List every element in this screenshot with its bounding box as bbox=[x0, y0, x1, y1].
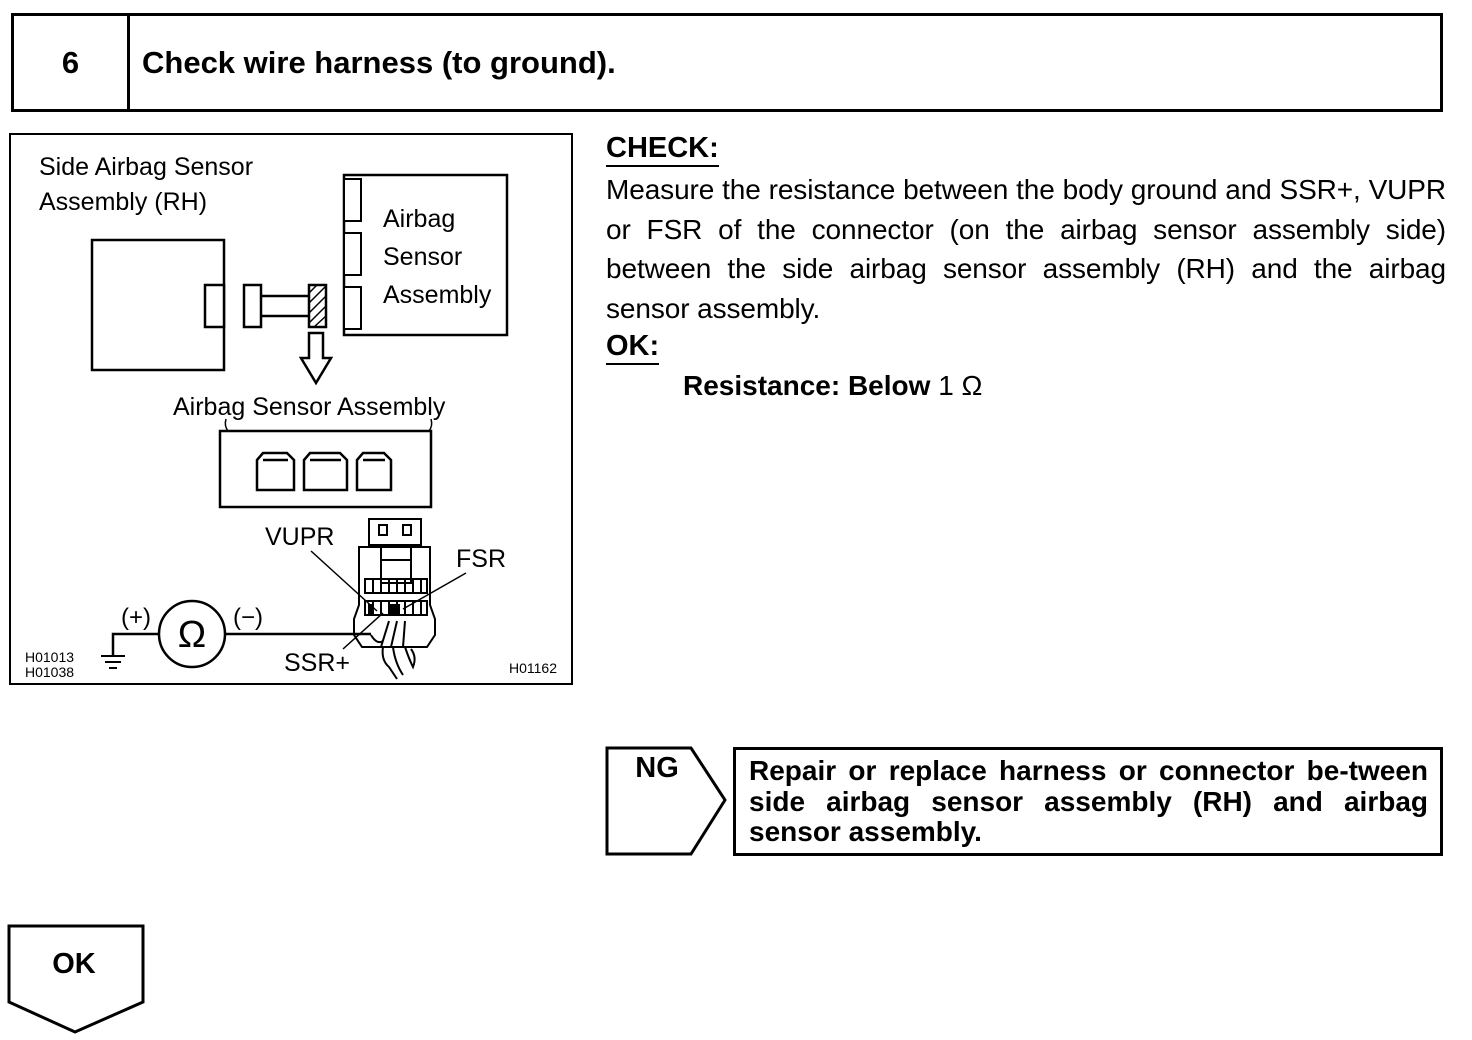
airbag-sensor-label-line2: Sensor bbox=[383, 243, 462, 271]
meter-minus-label: (−) bbox=[233, 604, 263, 631]
step-title: Check wire harness (to ground). bbox=[142, 44, 616, 80]
ok-spec-label: Resistance: Below bbox=[683, 370, 931, 401]
airbag-sensor-connector-2 bbox=[343, 232, 362, 276]
connector-sockets bbox=[255, 451, 393, 492]
probe-connector-icon bbox=[353, 518, 436, 680]
ok-spec-value: 1 Ω bbox=[938, 370, 983, 401]
ref-code-3: H01162 bbox=[509, 660, 557, 676]
side-sensor-connector bbox=[203, 283, 226, 329]
diagram-illustration: Side Airbag Sensor Assembly (RH) Airbag … bbox=[25, 153, 557, 680]
airbag-sensor-connector-1 bbox=[343, 178, 362, 222]
meter-plus-label: (+) bbox=[121, 604, 151, 631]
ohmmeter-icon: Ω bbox=[157, 599, 227, 669]
step-number: 6 bbox=[14, 16, 130, 109]
ref-code-1: H01013 bbox=[25, 649, 74, 665]
ref-code-2: H01038 bbox=[25, 664, 74, 680]
terminal-ssr-label: SSR+ bbox=[284, 649, 350, 677]
step-header: 6 Check wire harness (to ground). bbox=[11, 13, 1443, 112]
terminal-fsr-label: FSR bbox=[456, 545, 506, 573]
side-sensor-label-line1: Side Airbag Sensor bbox=[39, 153, 253, 181]
side-sensor-label-line2: Assembly (RH) bbox=[39, 188, 207, 216]
ok-label: OK: bbox=[606, 330, 660, 365]
check-section: CHECK: Measure the resistance between th… bbox=[606, 132, 1446, 402]
wiring-diagram: Side Airbag Sensor Assembly (RH) Airbag … bbox=[9, 133, 573, 685]
ground-icon bbox=[101, 655, 125, 669]
airbag-sensor-label-line3: Assembly bbox=[383, 281, 492, 309]
ohm-symbol: Ω bbox=[178, 614, 206, 656]
airbag-sensor-label-line1: Airbag bbox=[383, 205, 455, 233]
check-label: CHECK: bbox=[606, 132, 719, 167]
ng-arrow-icon bbox=[605, 746, 727, 856]
arrow-down-icon bbox=[298, 331, 334, 386]
terminal-vupr-label: VUPR bbox=[265, 523, 334, 551]
harness-connector-icon bbox=[242, 283, 328, 329]
airbag-sensor-assembly-enlarged bbox=[218, 429, 433, 509]
airbag-sensor-connector-3 bbox=[343, 286, 362, 330]
check-instructions: Measure the resistance between the body … bbox=[606, 174, 1446, 324]
ok-arrow-icon bbox=[7, 924, 145, 1034]
ok-result-label: OK bbox=[52, 948, 96, 980]
ok-spec: Resistance: Below 1 Ω bbox=[683, 370, 1446, 402]
ng-label: NG bbox=[635, 752, 679, 784]
ng-action-text: Repair or replace harness or connector b… bbox=[733, 747, 1443, 856]
airbag-sensor-assembly-label: Airbag Sensor Assembly bbox=[173, 393, 446, 421]
